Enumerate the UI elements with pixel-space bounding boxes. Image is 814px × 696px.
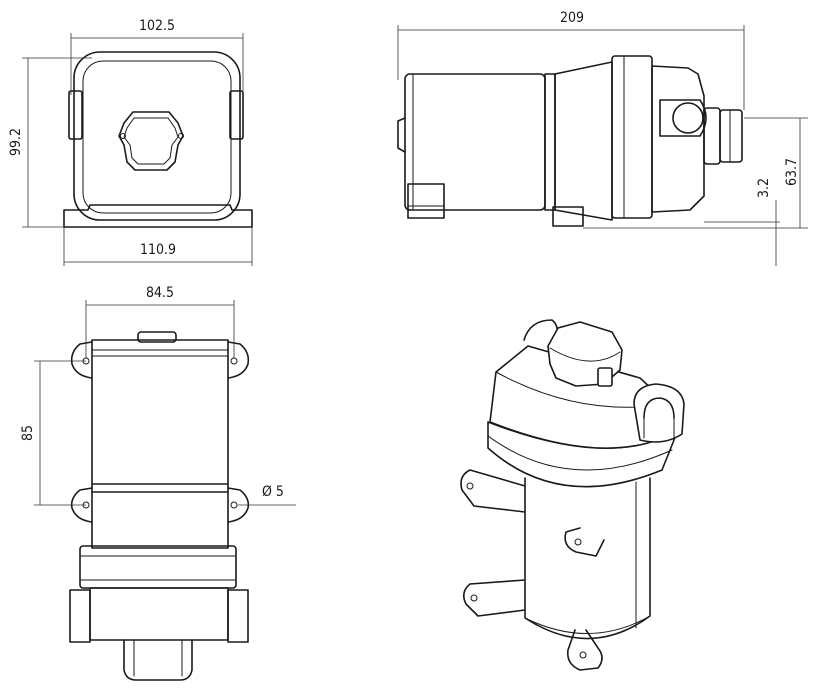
dim-side-offset: 3.2 bbox=[756, 178, 772, 198]
isometric-view bbox=[460, 319, 685, 671]
dim-front-height: 99.2 bbox=[8, 128, 24, 156]
front-view: 102.5 99.2 110.9 bbox=[8, 18, 253, 266]
dim-front-base-width: 110.9 bbox=[140, 242, 176, 258]
side-view: 209 63.7 3.2 bbox=[397, 10, 808, 266]
dim-top-hole-spacing: 84.5 bbox=[146, 285, 174, 301]
dim-top-hole-pitch: 85 bbox=[20, 425, 36, 441]
dim-side-length: 209 bbox=[560, 10, 584, 26]
dim-front-width: 102.5 bbox=[139, 18, 175, 34]
dim-hole-diameter: Ø 5 bbox=[262, 484, 284, 500]
dim-side-outlet-height: 63.7 bbox=[784, 158, 800, 186]
top-view: 84.5 85 Ø 5 bbox=[20, 285, 296, 681]
